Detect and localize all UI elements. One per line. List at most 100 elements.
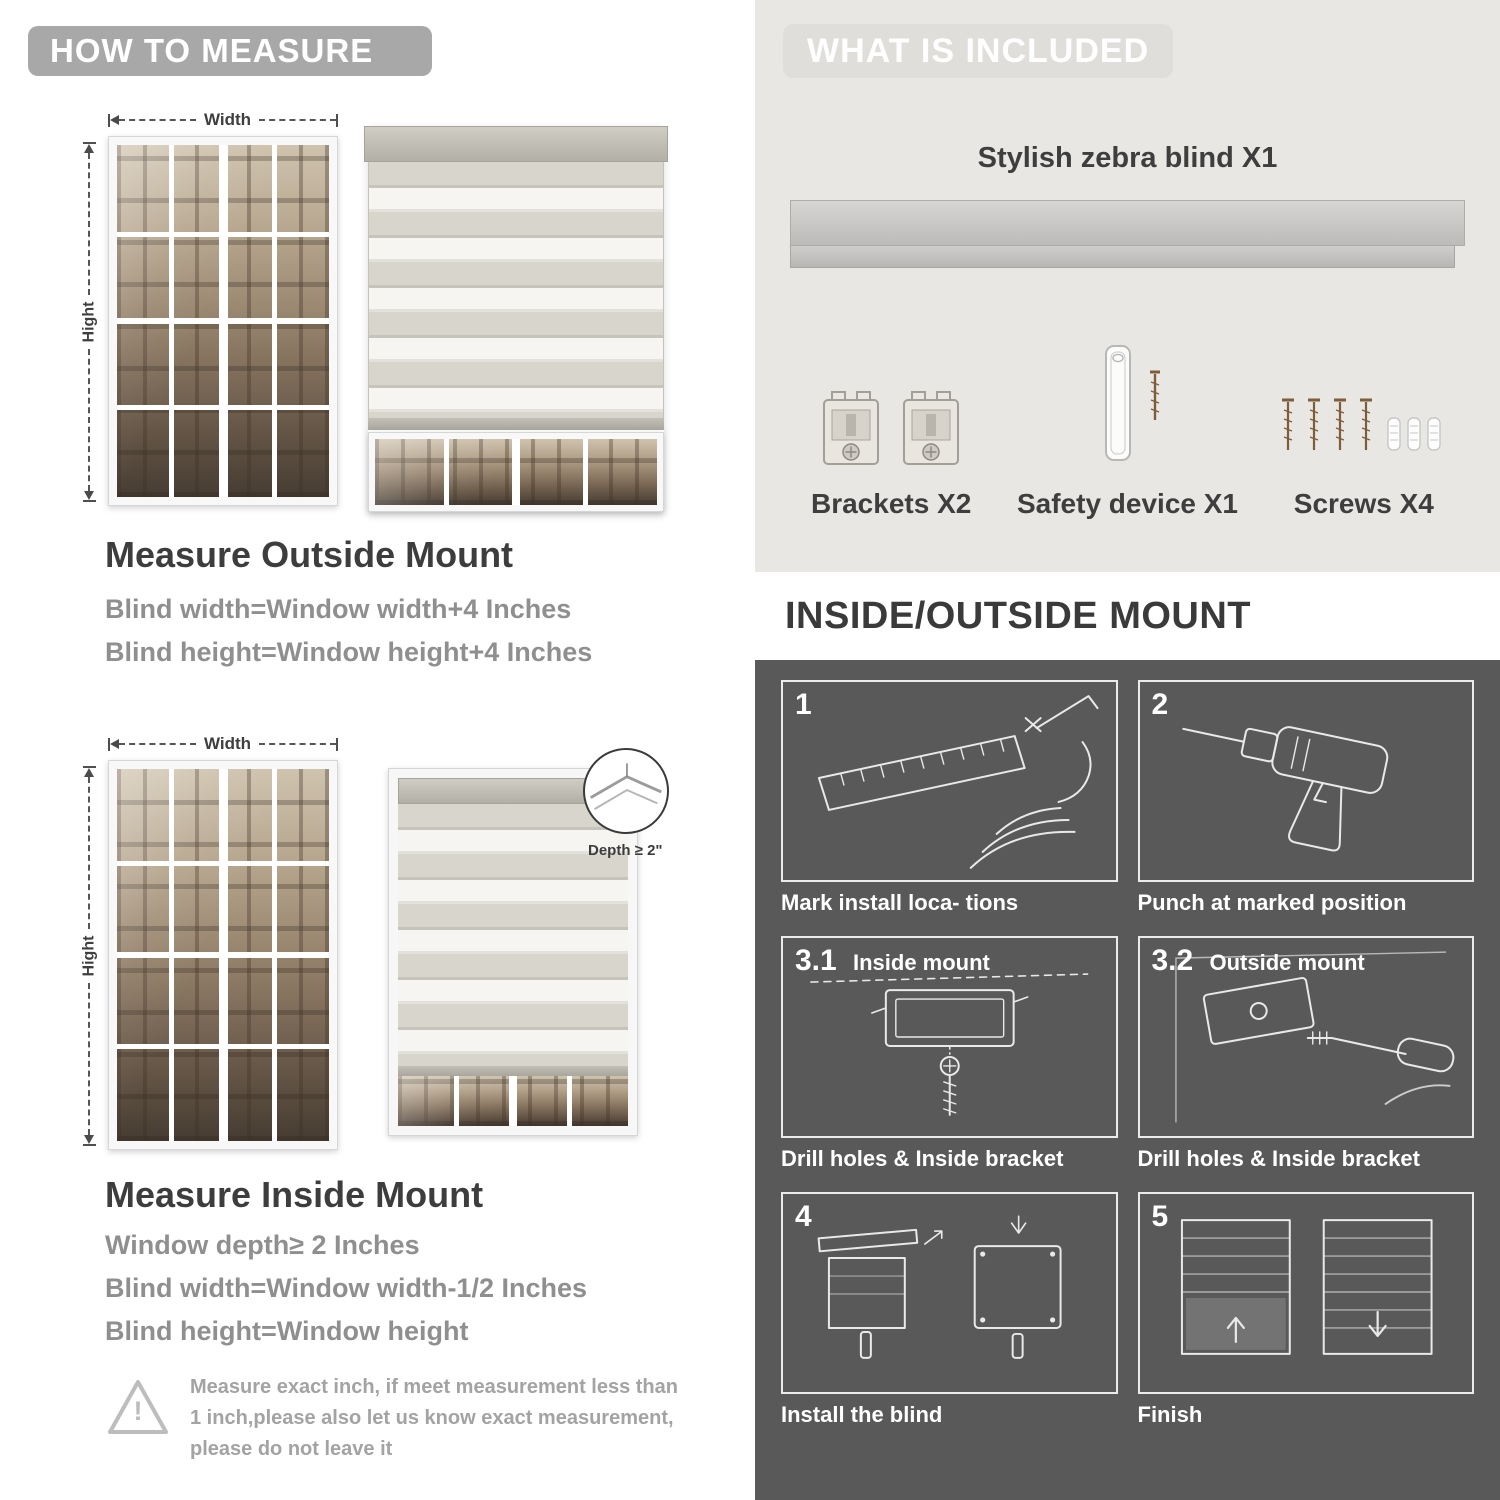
mount-instructions-section: 1 Mark install loca- tions — [755, 660, 1500, 1500]
dashed-line — [259, 119, 336, 121]
arrow-head-left-icon — [110, 739, 119, 749]
arrow-head-up-icon — [84, 144, 94, 153]
height-label: Hight — [80, 301, 97, 343]
width-label: Width — [203, 110, 252, 129]
dashed-line — [88, 349, 90, 491]
step-number: 4 — [795, 1200, 812, 1233]
arrow-tick — [82, 142, 96, 144]
mount-step-5: 5 Finish — [1137, 1192, 1474, 1434]
headrail-top — [790, 200, 1465, 246]
arrow-head-up-icon — [84, 768, 94, 777]
steps-grid: 1 Mark install loca- tions — [781, 680, 1474, 1434]
window-illustration-inside — [108, 760, 338, 1150]
depth-callout-circle — [583, 748, 669, 834]
window-glass — [375, 439, 657, 505]
arrow-tick — [82, 1144, 96, 1146]
arrow-head-left-icon — [110, 115, 119, 125]
depth-label: Depth ≥ 2" — [588, 842, 663, 859]
arrow-tick — [82, 500, 96, 502]
dashed-line — [119, 119, 196, 121]
outside-mount-line1: Blind width=Window width+4 Inches — [105, 594, 572, 624]
outside-mount-line2: Blind height=Window height+4 Inches — [105, 637, 593, 667]
bracket-icon — [903, 391, 960, 465]
window-glass — [117, 145, 329, 497]
what-is-included-header: WHAT IS INCLUDED — [783, 24, 1174, 78]
dashed-line — [88, 777, 90, 929]
blind-fabric — [398, 804, 628, 1066]
screws-label: Screws X4 — [1293, 488, 1434, 519]
warning-exclamation: ! — [133, 1396, 143, 1426]
inside-mount-line1: Window depth≥ 2 Inches — [105, 1230, 420, 1260]
height-label: Hight — [80, 935, 97, 977]
bracket-icon — [823, 391, 880, 465]
step-panel: 5 — [1137, 1192, 1474, 1394]
blind-bottom-rail — [368, 418, 664, 430]
included-item-safety-device: Safety device X1 — [1009, 322, 1245, 520]
step-caption: Finish — [1137, 1402, 1203, 1427]
window-glass — [117, 769, 329, 1141]
step-inner-label: Outside mount — [1209, 950, 1365, 975]
depth-detail-icon — [590, 763, 662, 810]
dashed-line — [119, 743, 196, 745]
height-arrow-outside: Hight — [80, 142, 98, 502]
step-number: 3.1 — [795, 944, 837, 977]
included-items-row: Brackets X2 Safety device X1 — [773, 322, 1482, 520]
mount-step-4: 4 Install the blind — [781, 1192, 1118, 1434]
step-illustration-drill — [1181, 726, 1388, 852]
step-caption: Drill holes & Inside bracket — [781, 1146, 1064, 1171]
arrow-tick — [82, 766, 96, 768]
step-illustration-finish — [1180, 1219, 1433, 1355]
screws-icon — [1282, 398, 1442, 451]
window-glass — [398, 1076, 628, 1126]
zebra-blind-product-illustration — [790, 200, 1465, 268]
zebra-blind-illustration-inside — [388, 768, 638, 1136]
step-caption: Punch at marked position — [1137, 890, 1407, 915]
how-to-measure-header: HOW TO MEASURE — [28, 26, 432, 76]
arrow-tick — [336, 737, 338, 751]
arrow-head-down-icon — [84, 1135, 94, 1144]
headrail-front — [790, 246, 1455, 268]
mount-step-2: 2 Punch at marked position — [1137, 680, 1474, 922]
mount-step-1: 1 Mark install loca- tions — [781, 680, 1118, 922]
what-is-included-section: WHAT IS INCLUDED Stylish zebra blind X1 — [755, 0, 1500, 572]
step-caption: Install the blind — [781, 1402, 943, 1427]
arrow-tick — [108, 113, 110, 127]
blind-cassette — [364, 126, 668, 162]
width-label: Width — [203, 734, 252, 753]
height-arrow-inside: Hight — [80, 766, 98, 1146]
safety-device-label: Safety device X1 — [1016, 488, 1238, 519]
step-illustration-inside-bracket — [810, 973, 1089, 1116]
dashed-line — [88, 983, 90, 1135]
dashed-line — [88, 153, 90, 295]
arrow-tick — [108, 737, 110, 751]
dashed-line — [259, 743, 336, 745]
inside-mount-title: Measure Inside Mount — [105, 1174, 484, 1215]
step-caption: Drill holes & Inside bracket — [1137, 1146, 1420, 1171]
mount-step-3-2: 3.2 Outside mount Drill holes & Inside b… — [1137, 936, 1474, 1178]
zebra-blind-illustration-outside — [364, 126, 668, 512]
width-arrow-inside: Width — [108, 734, 872, 754]
step-number: 3.2 — [1151, 944, 1194, 977]
step-illustration-install-blind — [817, 1215, 1062, 1359]
step-number: 5 — [1151, 1200, 1169, 1233]
measurement-note: Measure exact inch, if meet measurement … — [190, 1376, 678, 1460]
right-column: WHAT IS INCLUDED Stylish zebra blind X1 — [755, 0, 1500, 1500]
included-item-brackets: Brackets X2 — [773, 322, 1009, 520]
window-illustration-outside — [108, 136, 338, 506]
inside-mount-line2: Blind width=Window width-1/2 Inches — [105, 1273, 588, 1303]
step-panel: 4 — [781, 1192, 1118, 1394]
window-under-blind — [368, 432, 664, 512]
step-number: 2 — [1151, 688, 1169, 721]
step-panel: 3.1 Inside mount — [781, 936, 1118, 1138]
arrow-tick — [336, 113, 338, 127]
step-panel: 3.2 Outside mount — [1137, 936, 1474, 1138]
step-caption: Mark install loca- tions — [781, 890, 1019, 915]
step-illustration-mark-locations — [817, 695, 1099, 869]
included-item-screws: Screws X4 — [1246, 322, 1482, 520]
step-panel: 1 — [781, 680, 1118, 882]
inside-outside-mount-header: INSIDE/OUTSIDE MOUNT — [755, 572, 1500, 660]
mount-step-3-1: 3.1 Inside mount Drill holes & Inside br… — [781, 936, 1118, 1178]
step-inner-label: Inside mount — [853, 950, 990, 975]
width-arrow-outside: Width — [108, 110, 872, 130]
